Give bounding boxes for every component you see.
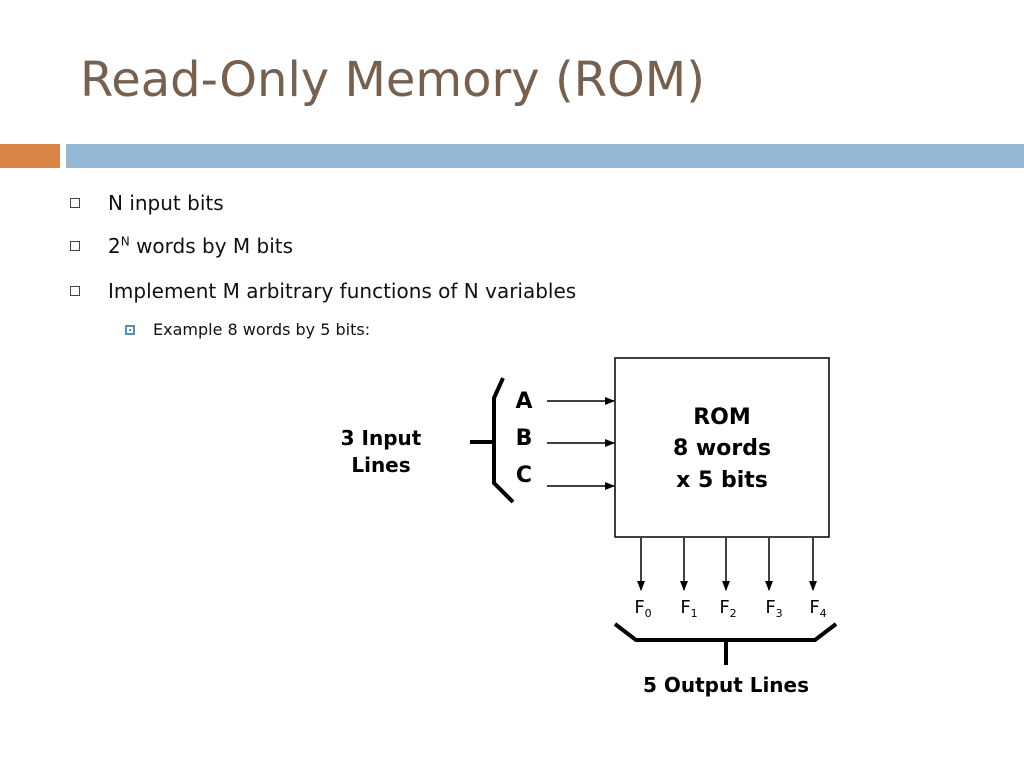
hollow-square-bullet-icon (70, 286, 80, 296)
hollow-square-bullet-icon (70, 198, 80, 208)
rom-box (614, 357, 830, 538)
bullet-text: 2N words by M bits (108, 234, 293, 258)
slide-title: Read-Only Memory (ROM) (80, 52, 705, 108)
rom-box-line1: ROM (693, 405, 751, 430)
input-label-a: A (515, 389, 532, 414)
bullet-text: Implement M arbitrary functions of N var… (108, 279, 577, 303)
bullet-item: 2N words by M bits (70, 234, 293, 258)
input-group-label-line2: Lines (351, 453, 410, 477)
output-label-f3: F3 (765, 597, 782, 620)
power-base: 2 (108, 234, 121, 258)
output-label-f0: F0 (634, 597, 651, 620)
output-label-f2: F2 (719, 597, 736, 620)
sub-bullet-text: Example 8 words by 5 bits: (153, 320, 371, 339)
title-divider-bar (66, 144, 1024, 168)
sub-bullet-item: Example 8 words by 5 bits: (125, 320, 370, 339)
output-label-f4: F4 (809, 597, 826, 620)
input-label-b: B (516, 426, 533, 451)
output-group-label: 5 Output Lines (643, 673, 809, 697)
title-accent-bar (0, 144, 60, 168)
rom-box-line3: x 5 bits (676, 468, 768, 493)
bullet-text: N input bits (108, 191, 224, 215)
input-label-c: C (516, 463, 532, 488)
input-group-label-line1: 3 Input (341, 426, 422, 450)
input-brace (492, 377, 515, 504)
power-exponent: N (120, 234, 130, 249)
hollow-square-bullet-icon (70, 241, 80, 251)
filled-square-bullet-icon (125, 324, 135, 335)
bullet-item: Implement M arbitrary functions of N var… (70, 279, 576, 303)
output-label-f1: F1 (680, 597, 697, 620)
rom-box-line2: 8 words (673, 436, 771, 461)
bullet-item: N input bits (70, 191, 224, 215)
bullet-rest: words by M bits (129, 234, 294, 258)
output-brace (613, 622, 838, 642)
